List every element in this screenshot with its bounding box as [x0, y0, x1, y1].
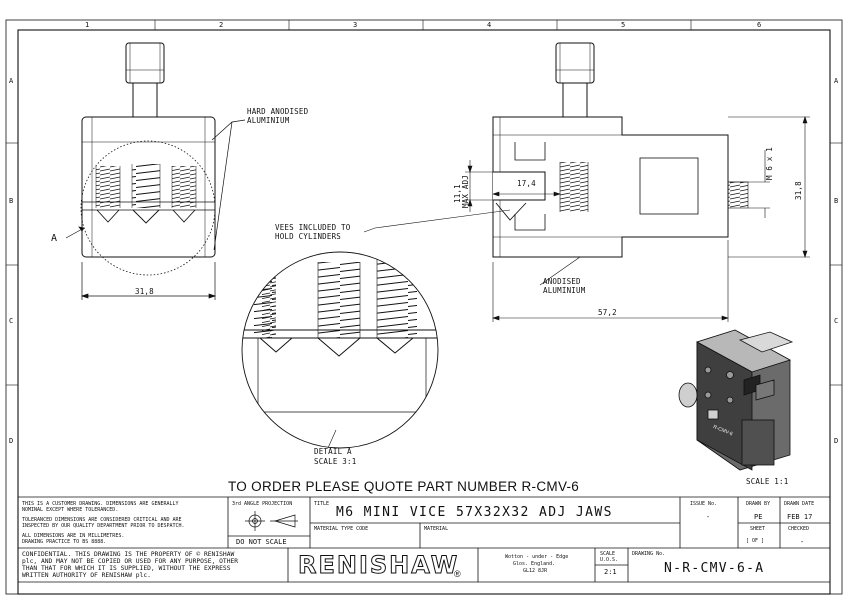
company-logo: RENISHAW [297, 551, 460, 579]
note-line: ALL DIMENSIONS ARE IN MILLIMETRES. [22, 533, 125, 539]
side-dimensions [363, 116, 810, 322]
note-line: NOMINAL EXCEPT WHERE TOLERANCED. [22, 507, 119, 513]
order-note: TO ORDER PLEASE QUOTE PART NUMBER R-CMV-… [228, 479, 580, 494]
dim-gap-note: MAX ADJ [461, 174, 470, 208]
drawn-date-label: DRAWN DATE [784, 501, 815, 507]
note-line: TOLERANCED DIMENSIONS ARE CONSIDERED CRI… [22, 517, 182, 523]
detail-callout: A [51, 233, 58, 244]
grid-ticks [6, 20, 842, 386]
hard-anodised-note: HARD ANODISED [247, 107, 309, 116]
front-leaders [65, 119, 246, 300]
grid-row-label: A [834, 77, 839, 85]
registered-mark-icon: ® [454, 569, 461, 579]
side-view [492, 42, 749, 258]
grid-row-label: B [9, 197, 14, 205]
grid-row-label: A [9, 77, 14, 85]
address-line: Glos. England. [513, 561, 556, 567]
drawing-no-label: DRAWING No. [632, 551, 666, 557]
grid-row-label: D [9, 437, 14, 445]
confidential-line: CONFIDENTIAL. THIS DRAWING IS THE PROPER… [22, 551, 235, 558]
address-line: GL12 8JR [523, 568, 548, 574]
vees-note: HOLD CYLINDERS [275, 232, 342, 241]
dim-thread: M 6 x 1 [765, 146, 774, 180]
confidential-line: THAN THAT FOR WHICH IT IS SUPPLIED, WITH… [22, 565, 231, 572]
dim-thread-depth: 17,4 [517, 179, 536, 188]
drawn-by-label: DRAWN BY [746, 501, 771, 507]
sheet-value: [ OF ] [746, 538, 765, 544]
sheet-label: SHEET [750, 526, 766, 532]
grid-row-label: D [834, 437, 839, 445]
checked-value: - [800, 538, 805, 546]
isometric-render [678, 329, 794, 471]
scale-value: 2:1 [604, 568, 617, 576]
material-label: MATERIAL [424, 526, 449, 532]
material-type-label: MATERIAL TYPE CODE [314, 526, 369, 532]
drawn-by-value: PE [754, 513, 763, 521]
hard-anodised-note: ALUMINIUM [247, 116, 290, 125]
vees-note: VEES INCLUDED TO [275, 223, 351, 232]
issue-value: - [706, 513, 711, 521]
scale-sub: U.O.S. [600, 557, 619, 563]
drawn-date-value: FEB 17 [787, 513, 813, 521]
confidential-line: WRITTEN AUTHORITY OF RENISHAW plc. [22, 572, 151, 579]
front-view [80, 42, 216, 276]
render-scale-label: SCALE 1:1 [746, 477, 789, 486]
anodised-note: ALUMINIUM [543, 286, 586, 295]
note-line: INSPECTED BY OUR QUALITY DEPARTMENT PRIO… [22, 523, 185, 529]
anodised-note: ANODISED [543, 277, 581, 286]
detail-label: DETAIL A [314, 447, 352, 456]
note-line: DRAWING PRACTICE TO BS 8888. [22, 539, 107, 545]
scale-label: SCALE [600, 551, 616, 557]
grid-col-label: 3 [353, 21, 358, 29]
grid-row-label: C [9, 317, 14, 325]
dim-length: 57,2 [598, 308, 617, 317]
checked-label: CHECKED [788, 526, 810, 532]
grid-row-label: C [834, 317, 839, 325]
issue-label: ISSUE No. [690, 501, 718, 507]
title-label: TITLE [314, 501, 330, 507]
note-line: THIS IS A CUSTOMER DRAWING. DIMENSIONS A… [22, 501, 179, 507]
detail-scale: SCALE 3:1 [314, 457, 357, 466]
grid-col-label: 6 [757, 21, 762, 29]
detail-a-view [241, 251, 439, 449]
sheet-border [5, 19, 843, 595]
grid-row-label: B [834, 197, 839, 205]
grid-col-label: 1 [85, 21, 90, 29]
grid-col-label: 5 [621, 21, 626, 29]
drawing-number: N-R-CMV-6-A [664, 561, 765, 576]
grid-col-label: 2 [219, 21, 224, 29]
dim-height: 31,8 [794, 181, 803, 200]
do-not-scale: DO NOT SCALE [236, 538, 287, 546]
address-line: Wotton - under - Edge [505, 554, 569, 560]
confidential-line: plc, AND MAY NOT BE COPIED OR USED FOR A… [22, 558, 239, 565]
grid-col-label: 4 [487, 21, 492, 29]
projection-label: 3rd ANGLE PROJECTION [232, 501, 293, 507]
drawing-title: M6 MINI VICE 57X32X32 ADJ JAWS [336, 505, 613, 520]
dim-front-width: 31,8 [135, 287, 154, 296]
